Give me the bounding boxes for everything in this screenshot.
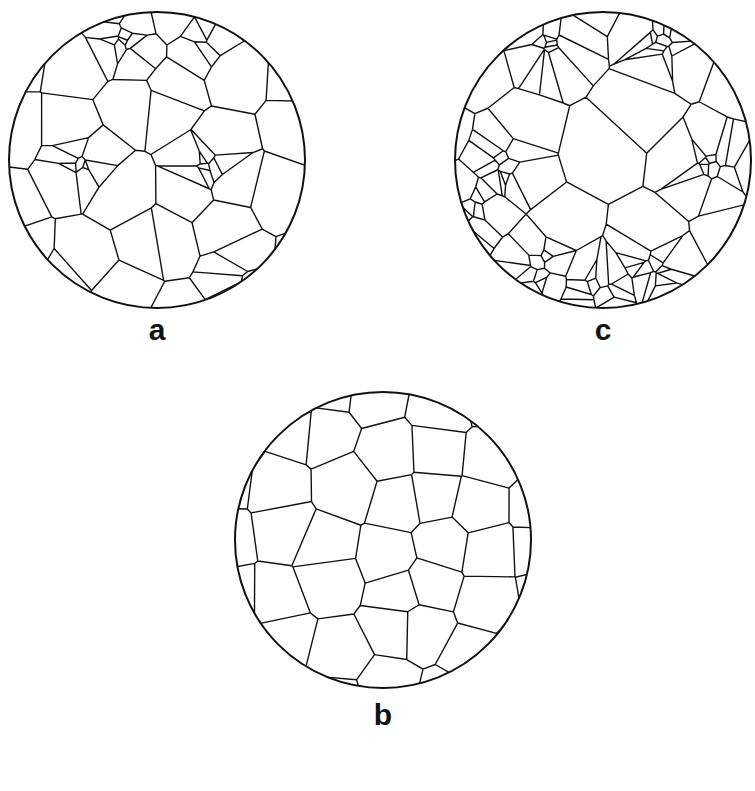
cell-network — [0, 2, 315, 318]
specimen-circle — [455, 12, 751, 308]
panel-label: a — [149, 315, 166, 345]
cell-boundaries — [445, 2, 755, 318]
specimen-circle — [9, 12, 305, 308]
cell-network — [225, 382, 541, 698]
cell-network — [445, 2, 755, 318]
cell-boundaries — [225, 382, 541, 698]
panel-label: b — [374, 700, 392, 730]
specimen-circle — [235, 392, 531, 688]
panel-label: c — [595, 315, 612, 345]
cell-boundaries — [0, 2, 315, 318]
